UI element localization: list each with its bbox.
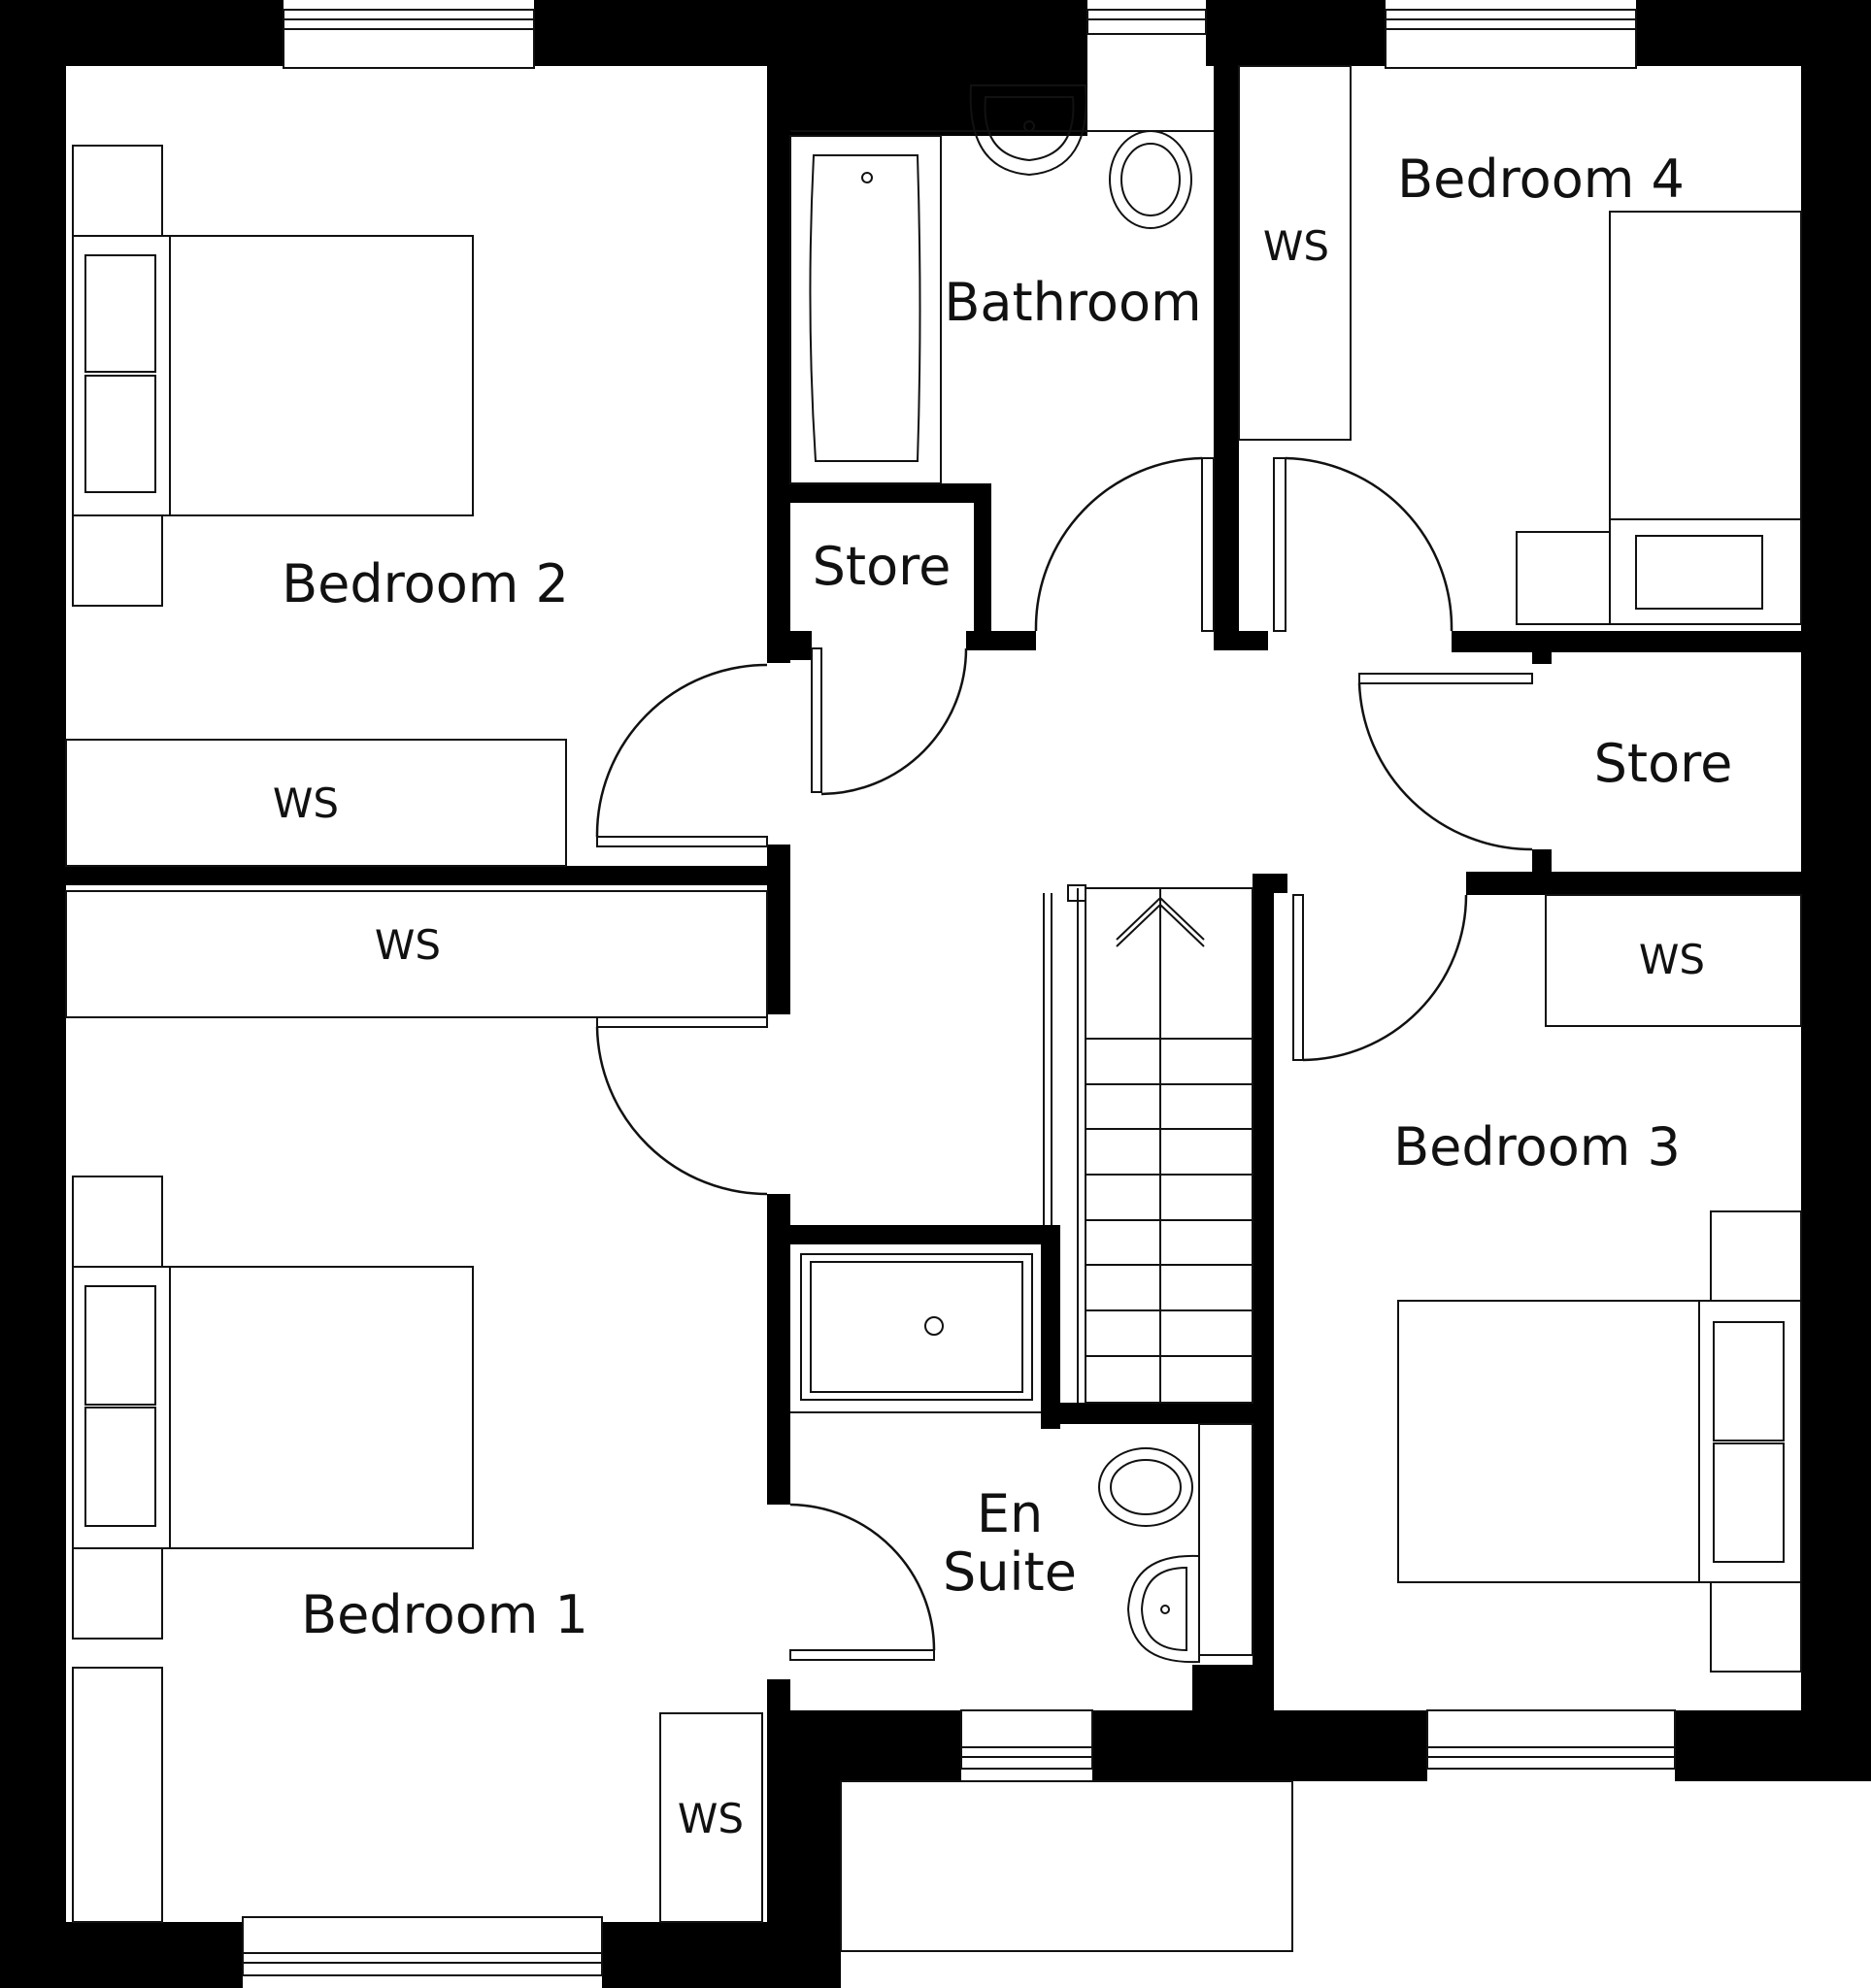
bedside-table: [1710, 1581, 1802, 1673]
bed: [1609, 211, 1802, 625]
label-ws-bedroom-1-corner: WS: [678, 1795, 744, 1842]
bathtub: [809, 154, 921, 462]
label-bedroom-3: Bedroom 3: [1393, 1116, 1681, 1177]
bedroom1-furniture: [65, 890, 768, 1923]
ensuite-fixtures: [790, 1253, 1253, 1664]
bathroom-fixtures: [789, 84, 1214, 484]
room-labels: Bedroom 2 Bathroom Bedroom 4 Store Store…: [273, 149, 1732, 1842]
windows: [242, 9, 1676, 1976]
label-bedroom-4: Bedroom 4: [1397, 149, 1685, 210]
label-ws-bedroom-1-top: WS: [375, 921, 441, 969]
wardrobe: [65, 739, 567, 867]
bedroom3-furniture: [1397, 894, 1802, 1673]
bedside-table: [1516, 531, 1611, 625]
wardrobe: [65, 890, 768, 1018]
bathtub-frame: [789, 135, 942, 484]
label-ws-bedroom-4: WS: [1263, 222, 1329, 270]
label-bedroom-2: Bedroom 2: [282, 553, 569, 614]
label-bedroom-1: Bedroom 1: [301, 1584, 588, 1645]
shower-tray: [800, 1253, 1033, 1401]
label-ws-bedroom-3: WS: [1639, 936, 1705, 983]
toilet: [1109, 130, 1192, 229]
label-bathroom: Bathroom: [944, 272, 1201, 333]
wardrobe: [659, 1712, 763, 1923]
wardrobe: [1238, 65, 1352, 441]
label-store-right: Store: [1594, 733, 1733, 794]
toilet: [1098, 1447, 1193, 1527]
basin: [1126, 1554, 1200, 1664]
basin: [969, 84, 1087, 177]
bedside-table: [72, 514, 163, 607]
bedroom4-furniture: [1238, 65, 1802, 625]
wardrobe: [1545, 894, 1802, 1027]
label-ws-bedroom-2: WS: [273, 779, 339, 827]
bedside-table: [72, 145, 163, 237]
label-ensuite-line2: Suite: [943, 1541, 1077, 1603]
label-store-left: Store: [813, 536, 952, 597]
staircase: [1043, 884, 1253, 1404]
wardrobe: [72, 1667, 163, 1923]
label-ensuite-line1: En: [977, 1483, 1043, 1544]
bedside-table: [72, 1547, 163, 1640]
bedside-table: [1710, 1210, 1802, 1302]
bedside-table: [72, 1176, 163, 1268]
doors: [595, 456, 1533, 1661]
bedroom2-furniture: [65, 145, 567, 867]
